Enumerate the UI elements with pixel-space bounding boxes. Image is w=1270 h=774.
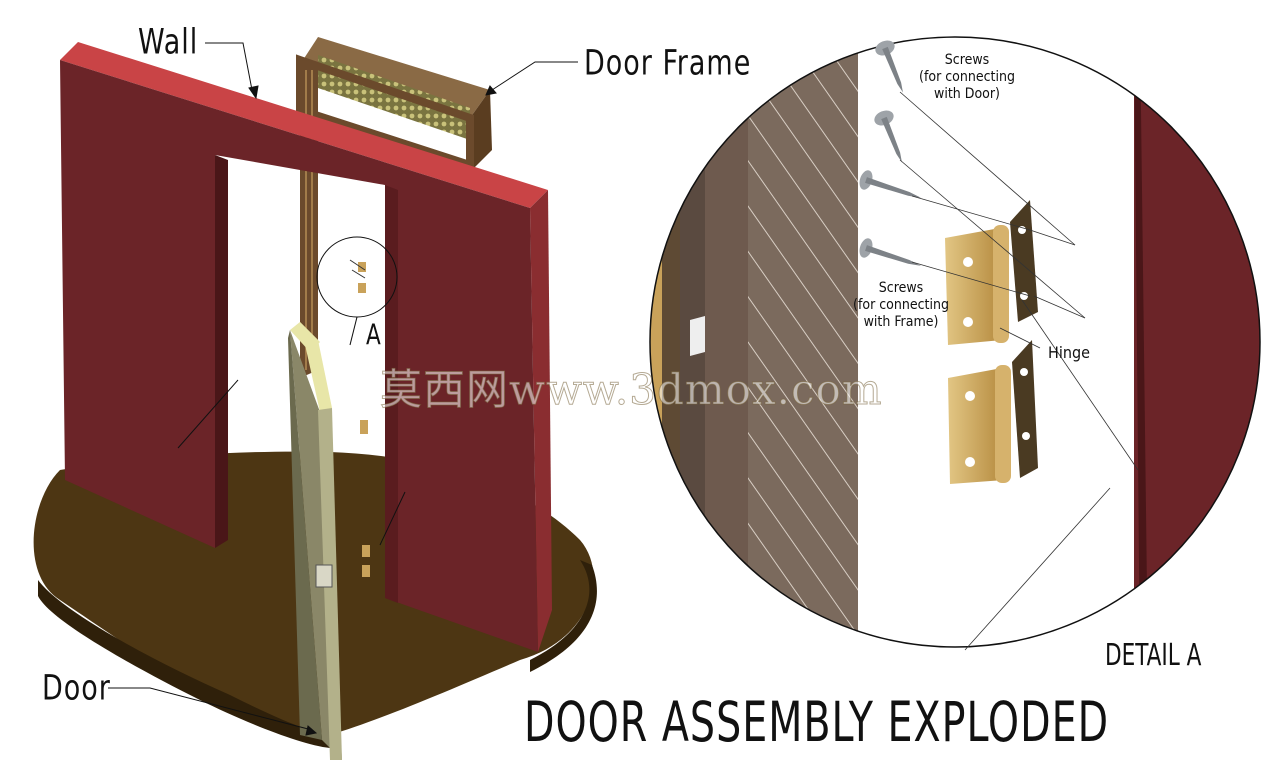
label-hinge: Hinge [1048,343,1090,362]
screws-door-line-2: (for connecting [919,68,1015,85]
label-screws-door: Screws (for connecting with Door) [912,52,1022,102]
label-wall: Wall [138,22,199,63]
screws-frame-line-3: with Frame) [863,313,939,330]
screws-door-line-1: Screws [944,52,990,68]
door [288,322,342,760]
screws-frame-line-2: (for connecting [853,296,949,313]
label-detail-marker: A [366,318,381,352]
label-door: Door [42,668,111,709]
hinge-lower [948,340,1038,484]
label-door-frame: Door Frame [584,43,752,84]
screws-frame-line-1: Screws [878,280,924,296]
detail-circle-outline [649,36,1261,648]
watermark: 莫西网www.3dmox.com [380,365,883,415]
screws-frame [859,170,922,266]
screws-door-line-3: with Door) [934,85,1000,102]
center-lines [899,91,1139,651]
diagram-title: DOOR ASSEMBLY EXPLODED [524,691,1110,755]
label-detail-title: DETAIL A [1105,637,1202,673]
screws-door [874,40,903,163]
leader-lines-left [108,42,578,736]
detail-a-circle [650,37,1260,647]
label-screws-frame: Screws (for connecting with Frame) [846,280,956,330]
